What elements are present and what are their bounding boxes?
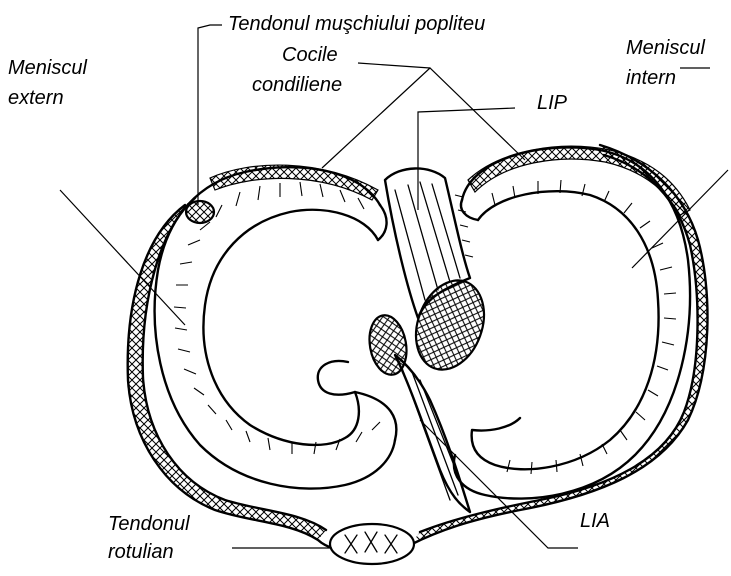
label-menisc-intern-line1: Meniscul <box>626 37 705 59</box>
anterior-cruciate-ligament <box>395 355 470 512</box>
label-lia: LIA <box>580 510 610 532</box>
medial-meniscus <box>454 146 690 498</box>
label-tendon-popliteu: Tendonul muşchiului popliteu <box>228 13 485 35</box>
label-lip: LIP <box>537 92 568 114</box>
label-menisc-extern-line2: extern <box>8 87 64 109</box>
patellar-tendon-oval <box>330 524 414 564</box>
acl-insertion-oval <box>365 312 411 377</box>
label-cocile-line2: condiliene <box>252 74 342 96</box>
label-tendon-rotulian-line1: Tendonul <box>108 513 190 535</box>
popliteus-tendon-oval <box>186 201 214 223</box>
label-menisc-intern-line2: intern <box>626 67 676 89</box>
label-tendon-rotulian-line2: rotulian <box>108 541 174 563</box>
label-cocile-line1: Cocile <box>282 44 338 66</box>
pcl-insertion-oval <box>404 271 496 379</box>
label-menisc-extern-line1: Meniscul <box>8 57 87 79</box>
